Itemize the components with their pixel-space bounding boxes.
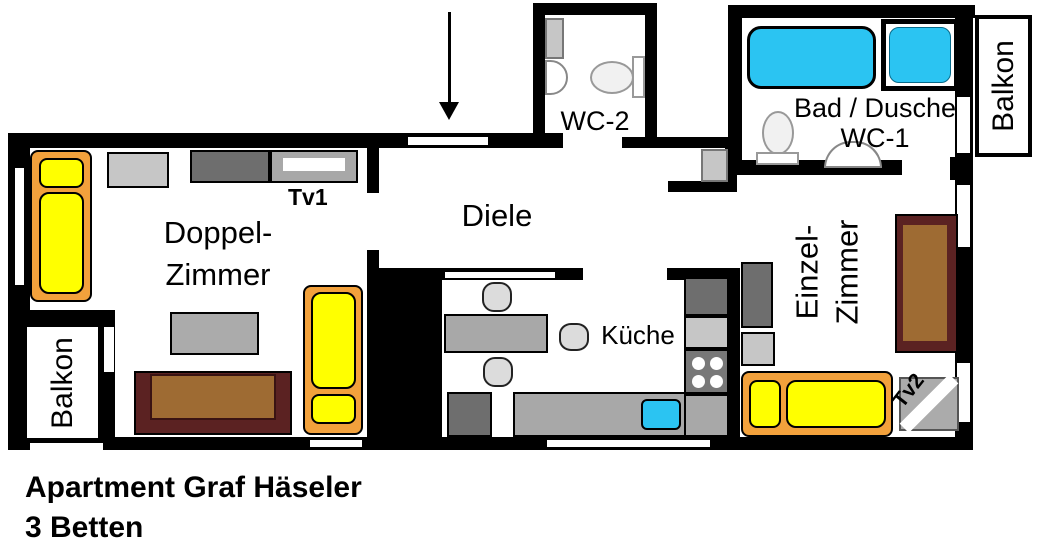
- window-bottom-2: [547, 440, 710, 447]
- tv2-label-text: Tv2: [888, 369, 929, 413]
- stove-burner: [710, 357, 723, 370]
- wc2-sink: [545, 60, 568, 95]
- kitchen-chair-bottom: [483, 357, 513, 387]
- entrance-arrow-shaft: [448, 12, 451, 104]
- stove-burner: [692, 357, 705, 370]
- bad-line1: Bad / Dusche: [793, 93, 957, 123]
- corridor-shelf: [701, 149, 728, 182]
- bad-line2: WC-1: [840, 123, 910, 153]
- balcony-left-door-opening: [104, 327, 114, 372]
- wc2-cabinet: [545, 18, 564, 59]
- wall-wc2-right: [645, 3, 657, 148]
- kitchen-table: [444, 314, 548, 353]
- wall-bath-top: [728, 5, 975, 18]
- wall-wc2-bottom: [622, 137, 737, 148]
- room-label-bad: Bad / Dusche WC-1: [770, 93, 980, 153]
- wall-wc2-top: [533, 3, 657, 15]
- entrance-door-opening: [408, 137, 488, 145]
- kitchen-chair-right: [559, 323, 589, 351]
- tv1-label: Tv1: [288, 184, 328, 210]
- balcony-right-label: Balkon: [986, 40, 1020, 132]
- wall-bath-left: [728, 5, 742, 175]
- single-room-shelf-light: [741, 332, 775, 366]
- entrance-arrow-head: [439, 102, 459, 120]
- plan-title-line2: 3 Betten: [25, 511, 144, 544]
- double-room-bed-2-mattress: [311, 292, 356, 389]
- stove-burner: [692, 375, 705, 388]
- double-room-bed-mattress: [39, 192, 84, 294]
- double-room-bed-pillow: [39, 158, 84, 188]
- tv2-label: Tv2: [874, 356, 944, 426]
- stove-burner: [710, 375, 723, 388]
- bathtub: [747, 26, 876, 89]
- window-left: [15, 168, 24, 285]
- room-label-einzelzimmer: Einzel- Zimmer: [748, 192, 908, 352]
- wall-corridor-bottom: [668, 181, 737, 192]
- plan-title-line1: Apartment Graf Häseler: [25, 471, 362, 504]
- wall-core-mass: [367, 268, 442, 437]
- kitchen-chair-top: [482, 282, 512, 312]
- shower-tray: [889, 27, 951, 83]
- wc2-toilet-bowl: [590, 61, 634, 94]
- einzelzimmer-line2: Zimmer: [829, 219, 865, 325]
- kitchen-cabinet-tall: [684, 277, 729, 316]
- kitchen-counter-right: [684, 394, 729, 437]
- single-room-shelf-dark: [741, 262, 773, 328]
- nightstand: [107, 152, 169, 188]
- doppelzimmer-line2: Zimmer: [165, 257, 271, 292]
- wc1-toilet-bowl: [762, 111, 794, 155]
- balcony-right: Balkon: [975, 15, 1032, 157]
- wall-doppel-diele-bottom: [367, 250, 379, 270]
- balcony-left: Balkon: [22, 322, 103, 443]
- einzelzimmer-text: Einzel- Zimmer: [788, 219, 868, 324]
- wall-left-bottom: [8, 310, 115, 322]
- room-label-diele: Diele: [461, 198, 533, 233]
- wall-bottom: [103, 437, 973, 450]
- window-bottom-1: [310, 440, 362, 447]
- room-label-wc2: WC-2: [560, 106, 630, 136]
- window-right-3: [957, 363, 970, 422]
- kitchen-sink: [641, 399, 681, 430]
- wardrobe-inner: [903, 225, 947, 341]
- kitchen-appliance: [447, 392, 492, 437]
- wc1-toilet-base: [756, 152, 799, 165]
- room-label-kueche: Küche: [601, 320, 675, 350]
- wall-doppel-diele-top: [367, 145, 379, 193]
- coffee-table: [170, 312, 259, 355]
- plan-title: Apartment Graf Häseler 3 Betten: [25, 468, 362, 548]
- kitchen-door-slot: [445, 272, 555, 278]
- wall-kitchen-einzel: [728, 268, 740, 450]
- balcony-left-label: Balkon: [45, 336, 79, 429]
- sofa-cushion: [150, 374, 276, 420]
- kitchen-cabinet-mid: [684, 316, 729, 349]
- single-room-bed-mattress: [786, 380, 886, 428]
- sideboard: [190, 150, 270, 183]
- double-room-bed-2-pillow: [311, 394, 356, 424]
- wall-wc2-left: [533, 3, 545, 148]
- doppelzimmer-line1: Doppel-: [163, 215, 273, 250]
- window-right-1: [957, 97, 970, 153]
- einzelzimmer-line1: Einzel-: [789, 224, 825, 320]
- tv1-screen: [283, 158, 345, 171]
- room-label-doppelzimmer: Doppel- Zimmer: [118, 212, 318, 296]
- window-right-2: [957, 185, 970, 247]
- single-room-bed-pillow: [749, 380, 781, 428]
- wc2-toilet-tank: [632, 56, 645, 98]
- kitchen-stove: [684, 349, 729, 394]
